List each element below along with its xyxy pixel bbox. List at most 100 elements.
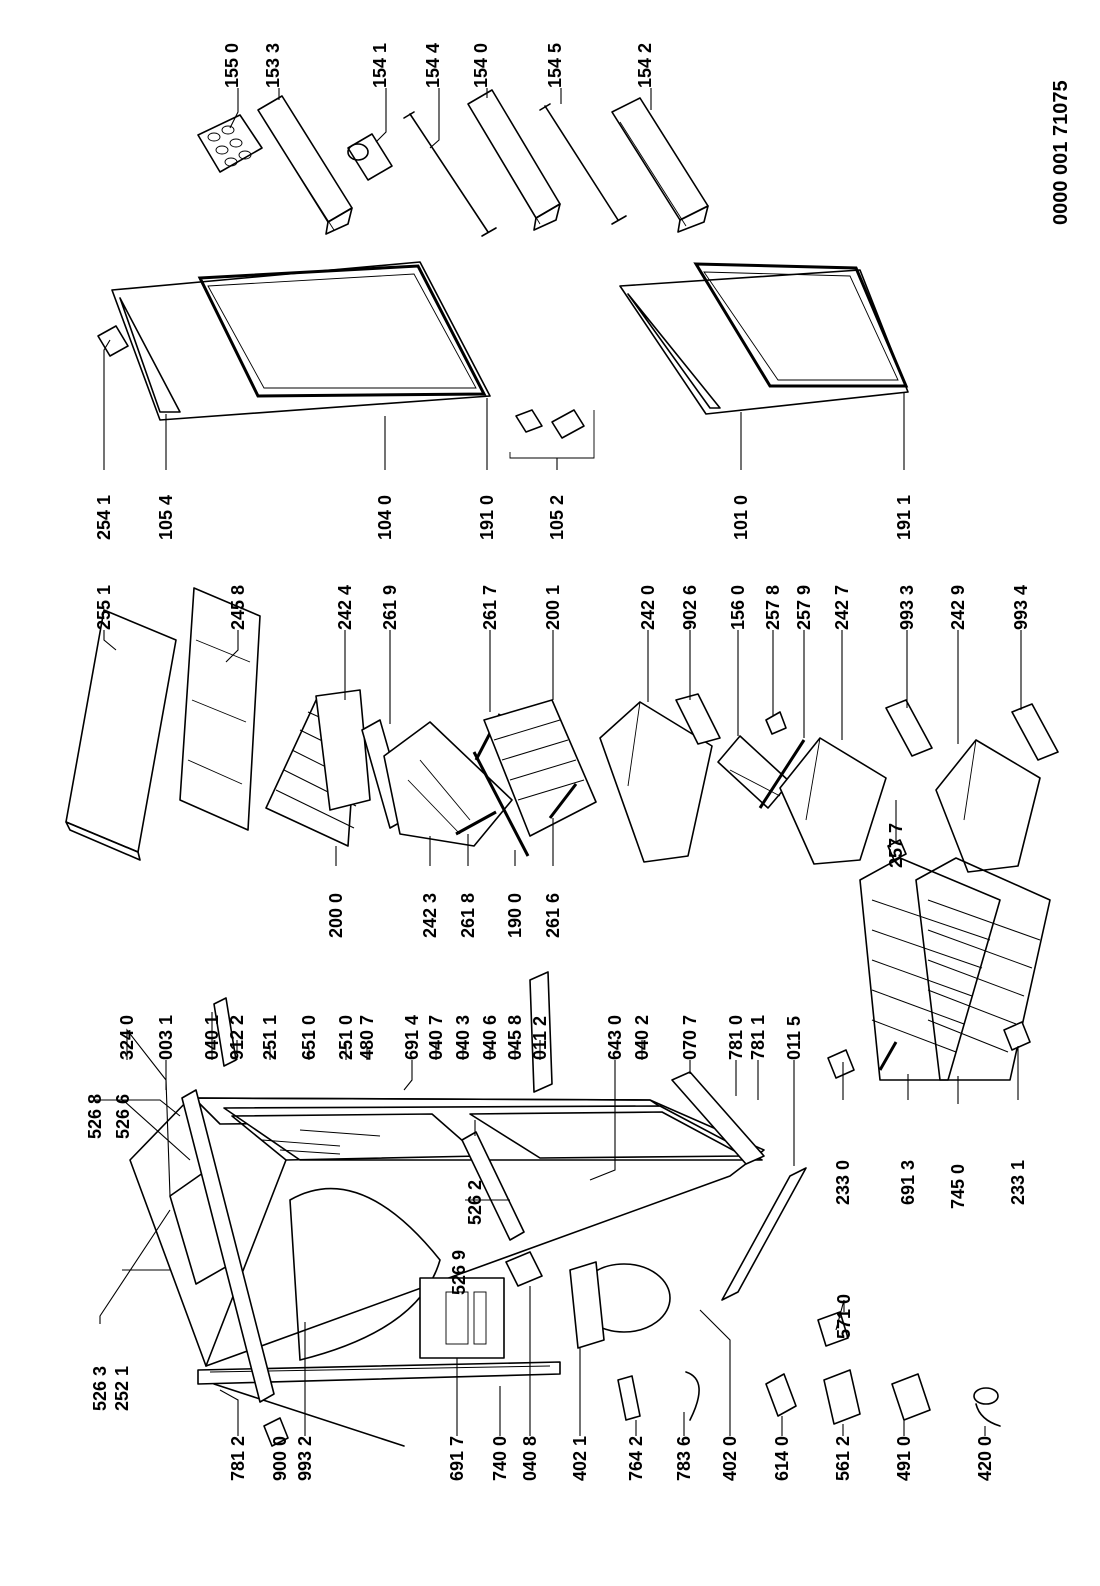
- callout-0707: 070 7: [680, 1015, 700, 1060]
- callout-2424: 242 4: [335, 585, 355, 630]
- thermostat-box: [419, 1277, 505, 1359]
- callout-1550: 155 0: [222, 43, 242, 88]
- callout-1911: 191 1: [894, 495, 914, 540]
- callout-4200: 420 0: [975, 1436, 995, 1481]
- callout-2000: 200 0: [326, 893, 346, 938]
- callout-1545: 154 5: [545, 43, 565, 88]
- ice-cube-tray: [717, 735, 791, 809]
- callout-1910: 191 0: [477, 495, 497, 540]
- hinge-bottom: [213, 997, 237, 1067]
- callout-7812: 781 2: [228, 1436, 248, 1481]
- callout-1040: 104 0: [375, 495, 395, 540]
- compressor: [569, 1261, 671, 1349]
- callout-1540: 154 0: [471, 43, 491, 88]
- bottle-retainer-rod-1: [403, 111, 497, 237]
- callout-5263: 526 3: [90, 1366, 110, 1411]
- evaporator-assembly: [859, 857, 1051, 1081]
- callout-2616: 261 6: [543, 893, 563, 938]
- callout-9933: 993 3: [897, 585, 917, 630]
- callout-0031: 003 1: [156, 1015, 176, 1060]
- drawer-handle-b: [885, 699, 933, 757]
- callout-1541: 154 1: [370, 43, 390, 88]
- callout-5262: 526 2: [465, 1180, 485, 1225]
- callout-0401: 040 1: [202, 1015, 222, 1060]
- callout-2510: 251 0: [336, 1015, 356, 1060]
- callout-0112: 011 2: [530, 1016, 550, 1060]
- callout-2331: 233 1: [1008, 1160, 1028, 1205]
- door-balcony-upper: [257, 95, 353, 235]
- callout-2619: 261 9: [380, 585, 400, 630]
- clip-a: [827, 1049, 855, 1079]
- document-number: 0000 001 71075: [1050, 80, 1072, 225]
- overload-protector: [823, 1369, 861, 1425]
- callout-0407: 040 7: [426, 1015, 446, 1060]
- drawer-handle-c: [1011, 703, 1059, 761]
- callout-0458: 045 8: [505, 1015, 525, 1060]
- callout-6914: 691 4: [402, 1015, 422, 1060]
- callout-2577: 257 7: [886, 823, 906, 868]
- freezer-door: [619, 269, 909, 415]
- callout-1010: 101 0: [731, 495, 751, 540]
- capillary-tube: [685, 1371, 700, 1421]
- hinge-top: [97, 325, 129, 357]
- callout-9000: 900 0: [270, 1436, 290, 1481]
- bottom-trim: [721, 1167, 807, 1301]
- filter-drier: [617, 1375, 641, 1421]
- callout-2420: 242 0: [638, 585, 658, 630]
- hinge-bracket-set: [509, 409, 595, 459]
- cabinet-strip: [213, 1383, 405, 1447]
- drawer-handle-a: [675, 693, 721, 745]
- callout-1054: 105 4: [156, 495, 176, 540]
- callout-2423: 242 3: [420, 893, 440, 938]
- fridge-door-gasket: [197, 264, 487, 398]
- callout-2429: 242 9: [948, 585, 968, 630]
- freezer-drawer-bottom: [935, 739, 1041, 873]
- callout-1560: 156 0: [728, 585, 748, 630]
- callout-5710: 571 0: [834, 1294, 854, 1339]
- callout-2458: 245 8: [228, 585, 248, 630]
- freezer-drawer-top: [599, 701, 713, 863]
- cabinet-bottom-panel: [289, 1187, 441, 1361]
- callout-9122: 912 2: [227, 1015, 247, 1060]
- callout-7811: 781 1: [748, 1015, 768, 1060]
- callout-6917: 691 7: [447, 1436, 467, 1481]
- callout-0402: 040 2: [632, 1015, 652, 1060]
- shelf-frame: [179, 587, 261, 831]
- freezer-door-gasket: [693, 262, 909, 388]
- relay: [765, 1373, 797, 1417]
- door-balcony-middle: [467, 89, 561, 231]
- callout-6510: 651 0: [299, 1015, 319, 1060]
- callout-2551: 255 1: [94, 585, 114, 630]
- callout-6430: 643 0: [605, 1015, 625, 1060]
- callout-2001: 200 1: [543, 585, 563, 630]
- callout-5269: 526 9: [449, 1250, 469, 1295]
- cross-rail: [529, 971, 553, 1093]
- drain-hose: [878, 1041, 898, 1071]
- callout-1900: 190 0: [505, 893, 525, 938]
- power-cable: [973, 1387, 1001, 1427]
- callout-7450: 745 0: [948, 1164, 968, 1209]
- callout-9934: 993 4: [1011, 585, 1031, 630]
- leader-lines: [95, 88, 1022, 1436]
- drawer-rail-b: [758, 739, 806, 809]
- callout-2618: 261 8: [458, 893, 478, 938]
- callout-5266: 526 6: [113, 1094, 133, 1139]
- callout-9932: 993 2: [295, 1436, 315, 1481]
- callout-6140: 614 0: [772, 1436, 792, 1481]
- callout-2511: 251 1: [260, 1015, 280, 1060]
- drawer-clip: [765, 711, 787, 735]
- callout-1052: 105 2: [547, 495, 567, 540]
- callout-1544: 154 4: [423, 43, 443, 88]
- callout-4021: 402 1: [570, 1436, 590, 1481]
- callout-7642: 764 2: [626, 1436, 646, 1481]
- callout-2541: 254 1: [94, 495, 114, 540]
- cabinet: [129, 1097, 765, 1367]
- callout-1542: 154 2: [635, 43, 655, 88]
- shelf-trim-lower: [548, 783, 578, 819]
- callout-0406: 040 6: [480, 1015, 500, 1060]
- start-capacitor: [891, 1373, 931, 1421]
- callout-0403: 040 3: [453, 1015, 473, 1060]
- clip-b: [1003, 1021, 1031, 1051]
- callout-5268: 526 8: [85, 1094, 105, 1139]
